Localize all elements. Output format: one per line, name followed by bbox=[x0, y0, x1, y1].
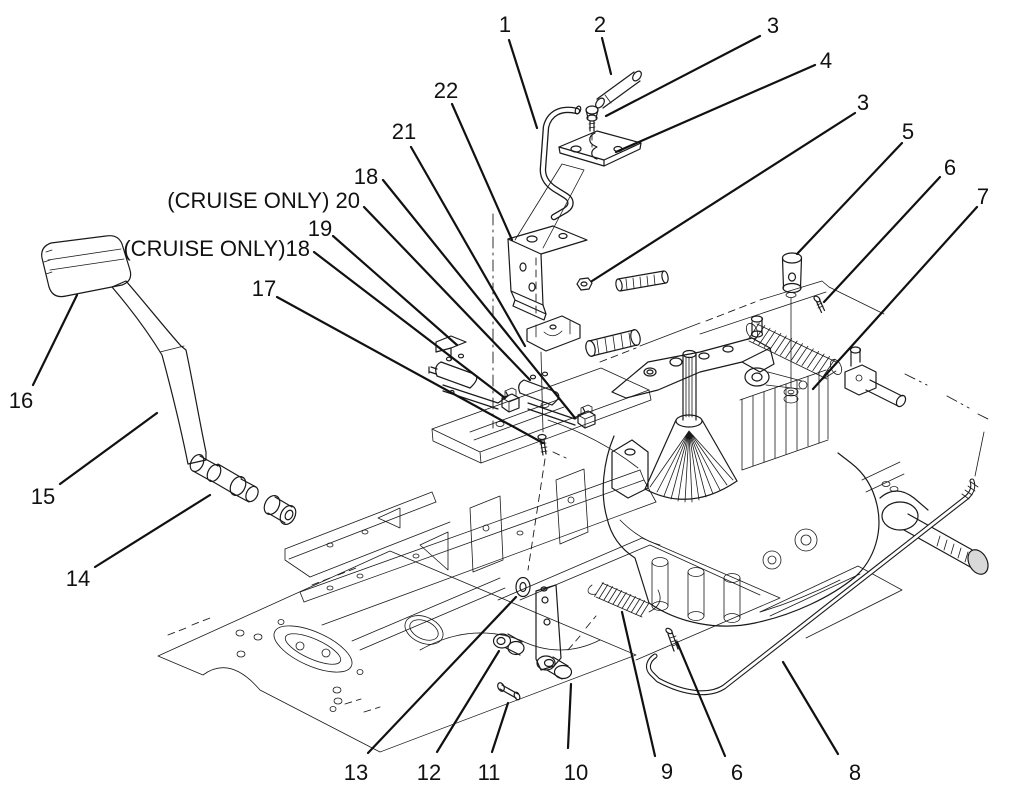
callout-label-4: 22 bbox=[434, 78, 458, 103]
leader-line-17 bbox=[93, 493, 212, 569]
leader-line-19 bbox=[435, 649, 501, 754]
transaxle-platform bbox=[599, 280, 991, 421]
input-shaft bbox=[682, 349, 697, 421]
saddle-bracket bbox=[526, 315, 581, 352]
carriage-bolt bbox=[585, 105, 599, 148]
leader-line-0 bbox=[507, 38, 539, 130]
detent-plunger bbox=[781, 252, 803, 389]
leader-line-1 bbox=[600, 36, 613, 76]
leader-line-8 bbox=[822, 175, 942, 304]
set-screw bbox=[527, 351, 548, 571]
leader-line-3 bbox=[614, 63, 817, 154]
brake-rod bbox=[645, 431, 985, 696]
clamp-bracket bbox=[558, 130, 642, 167]
leader-line-9 bbox=[381, 178, 577, 420]
control-arm-boss bbox=[744, 367, 808, 404]
pin-screw-lower bbox=[665, 627, 679, 652]
leader-line-22 bbox=[620, 610, 657, 758]
leader-line-11 bbox=[362, 205, 532, 382]
leader-line-18 bbox=[366, 595, 518, 755]
link-bracket bbox=[535, 584, 597, 680]
callout-label-1: 2 bbox=[594, 12, 606, 37]
transaxle-body bbox=[602, 435, 903, 639]
rod-spacer bbox=[595, 70, 642, 109]
callout-label-18: 13 bbox=[344, 760, 368, 785]
callout-label-8: 6 bbox=[944, 155, 956, 180]
callout-label-23: 6 bbox=[731, 760, 743, 785]
clip-a bbox=[501, 387, 520, 413]
clevis-pin bbox=[497, 682, 521, 701]
leader-line-2 bbox=[604, 34, 762, 118]
leader-line-23 bbox=[675, 640, 727, 758]
callout-label-22: 9 bbox=[661, 759, 673, 784]
callout-label-6: 5 bbox=[902, 119, 914, 144]
lever-grip bbox=[41, 235, 132, 298]
leader-line-20 bbox=[490, 701, 510, 754]
upper-control-rod bbox=[539, 105, 582, 221]
leader-line-21 bbox=[566, 682, 573, 750]
callout-label-0: 1 bbox=[499, 12, 511, 37]
callout-label-19: 12 bbox=[417, 760, 441, 785]
leader-line-24 bbox=[781, 660, 840, 756]
callout-label-12: 19 bbox=[308, 216, 332, 241]
frame-roller bbox=[585, 329, 641, 357]
right-clamp-rod bbox=[844, 346, 907, 408]
callout-label-10: 7 bbox=[977, 184, 989, 209]
leader-line-7 bbox=[409, 145, 527, 348]
bushing-small bbox=[492, 633, 525, 656]
callout-label-5: 3 bbox=[857, 90, 869, 115]
pin-screw-upper bbox=[813, 295, 826, 314]
leader-line-16 bbox=[58, 411, 159, 486]
callout-label-14: 17 bbox=[252, 276, 276, 301]
leader-line-10 bbox=[811, 205, 979, 391]
cruise-switch-a bbox=[428, 353, 509, 410]
tension-spring-small bbox=[587, 582, 661, 618]
control-plate bbox=[611, 337, 775, 399]
callout-label-7: 21 bbox=[392, 119, 416, 144]
callout-label-2: 3 bbox=[767, 13, 779, 38]
callout-label-3: 4 bbox=[820, 48, 832, 73]
fan-cone bbox=[644, 414, 738, 503]
leader-line-5 bbox=[590, 111, 857, 283]
leader-line-15 bbox=[31, 293, 79, 387]
support-bracket bbox=[507, 225, 588, 321]
leader-line-12 bbox=[331, 234, 459, 347]
callout-label-20: 11 bbox=[478, 760, 501, 785]
callout-label-24: 8 bbox=[849, 760, 861, 785]
callout-label-9: 18 bbox=[354, 164, 378, 189]
leader-line-13 bbox=[312, 250, 507, 400]
axle-shaft bbox=[861, 461, 989, 575]
clip-b bbox=[577, 404, 596, 429]
callout-label-17: 14 bbox=[66, 566, 90, 591]
frame-rails bbox=[284, 419, 657, 626]
floor-pan bbox=[157, 537, 781, 753]
lever-bushing bbox=[263, 494, 297, 526]
pivot-shaft bbox=[189, 453, 259, 503]
support-post bbox=[514, 163, 585, 249]
upper-cross-rod bbox=[615, 270, 669, 292]
callout-label-16: 15 bbox=[31, 484, 55, 509]
washer bbox=[515, 576, 531, 598]
callout-label-21: 10 bbox=[564, 760, 588, 785]
lever-arm bbox=[111, 280, 207, 465]
leader-line-6 bbox=[795, 141, 904, 256]
cruise-switch-b bbox=[518, 371, 586, 426]
callout-label-15: 16 bbox=[9, 388, 33, 413]
callout-label-11: (CRUISE ONLY) 20 bbox=[167, 188, 360, 213]
cooling-fins bbox=[739, 368, 829, 471]
flange-nut bbox=[576, 277, 593, 291]
callout-label-13: (CRUISE ONLY)18 bbox=[123, 236, 310, 261]
leader-line-4 bbox=[450, 102, 514, 242]
leader-line-14 bbox=[275, 295, 545, 445]
